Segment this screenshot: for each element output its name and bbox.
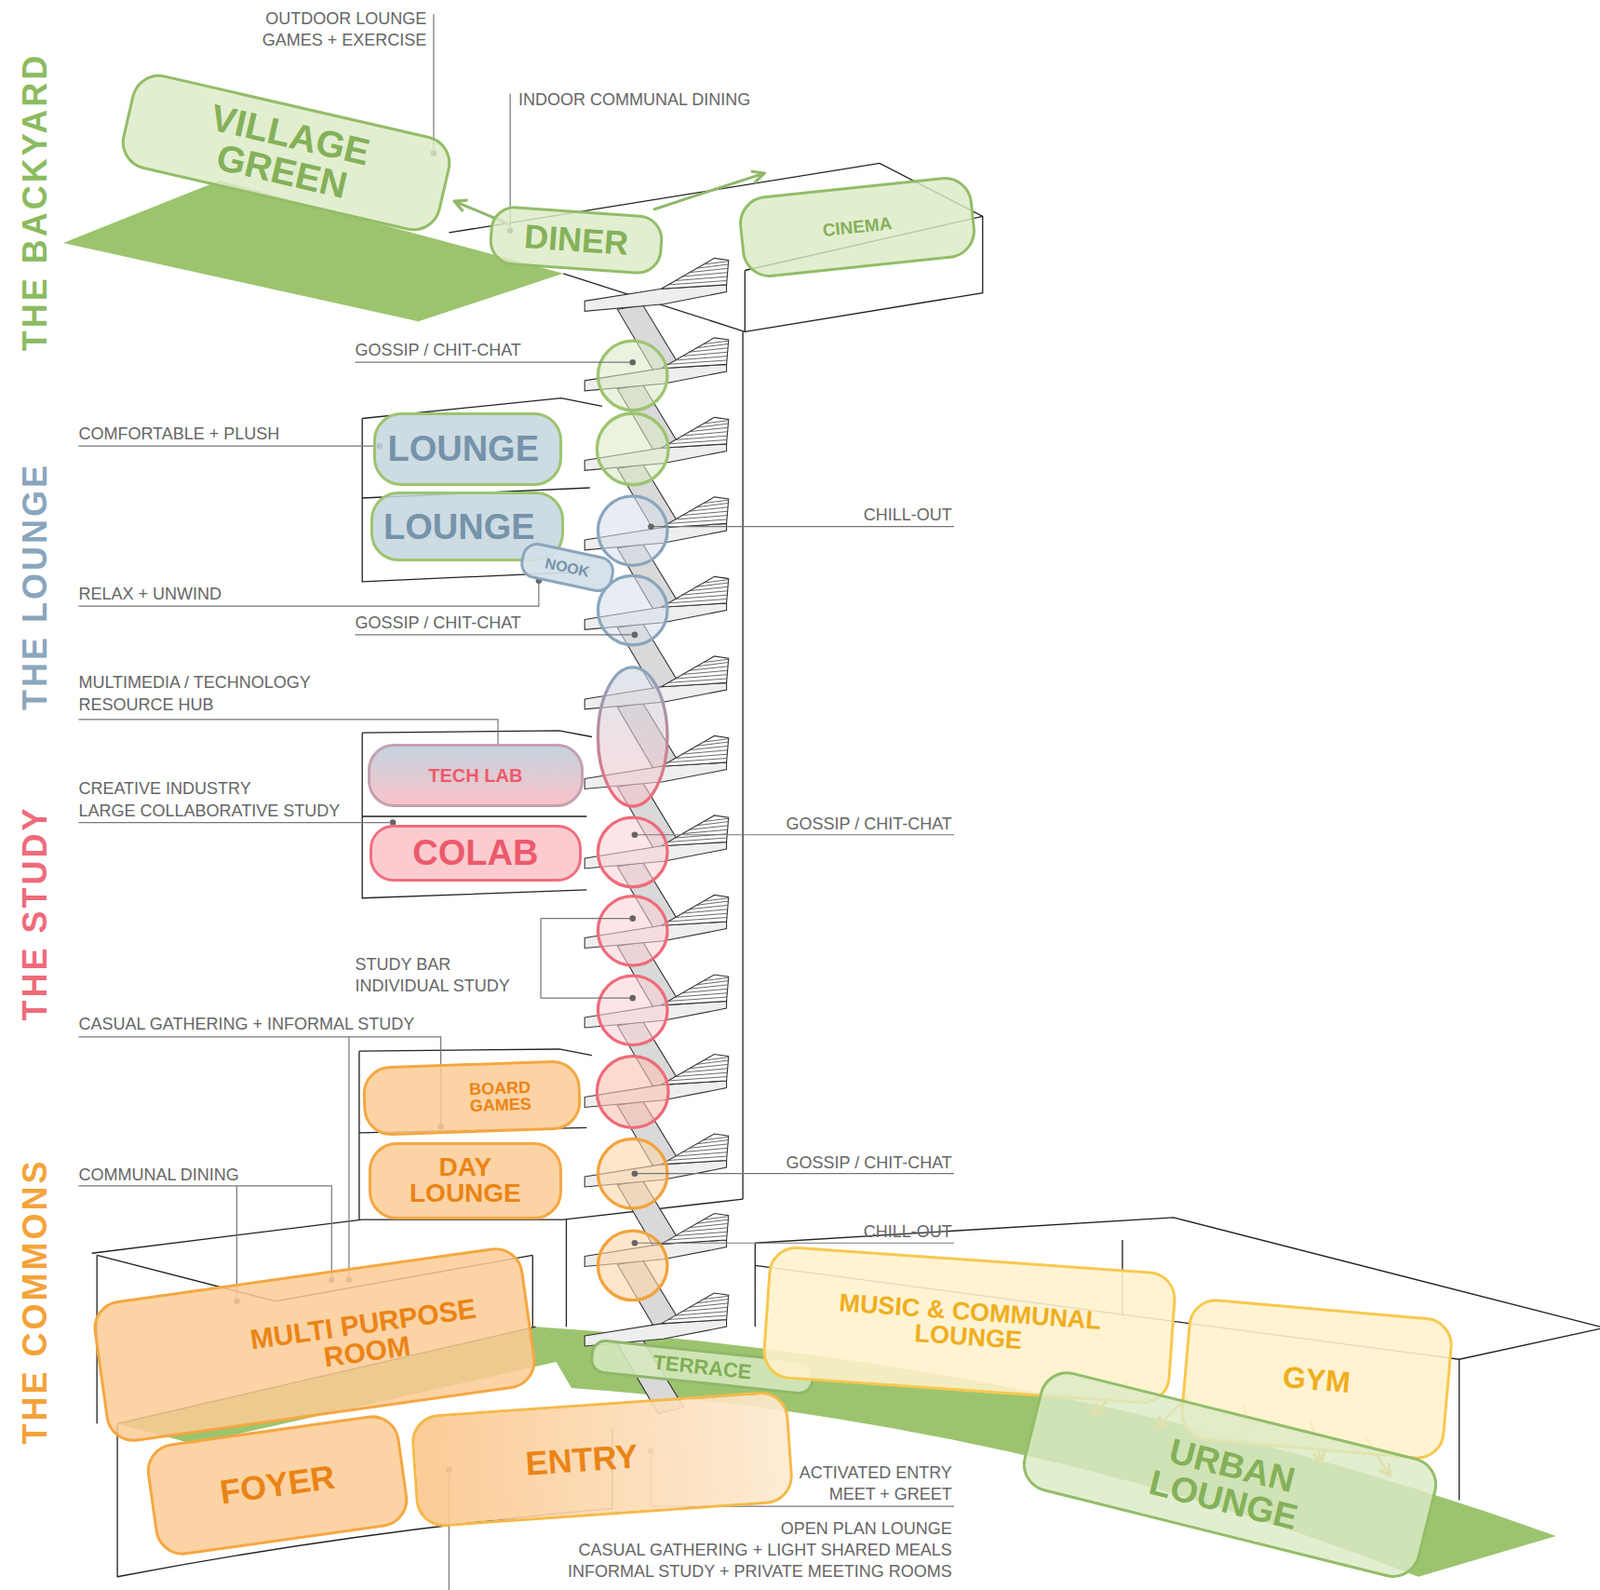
zone-blob: CINEMA	[736, 174, 979, 281]
drawing-part	[647, 523, 655, 530]
drawing-part	[362, 730, 592, 899]
annotation: CASUAL GATHERING + LIGHT SHARED MEALS	[578, 1539, 953, 1561]
drawing-part	[359, 1048, 592, 1220]
drawing-part	[631, 1239, 639, 1247]
drawing-part	[355, 362, 631, 364]
zone-blob: ENTRY	[409, 1389, 794, 1529]
zone-name: BOARD GAMES	[457, 1078, 543, 1116]
zone-name: URBAN LOUNGE	[1124, 1424, 1332, 1541]
staircase	[584, 257, 729, 1413]
annotation: CASUAL GATHERING + INFORMAL STUDY	[78, 1013, 415, 1036]
drawing-part	[78, 444, 377, 446]
zone-blob: MUSIC & COMMUNAL LOUNGE	[761, 1244, 1178, 1406]
drawing-part	[597, 817, 668, 888]
drawing-part	[355, 633, 632, 635]
drawing-part	[597, 496, 668, 566]
zone-name: MULTI PURPOSE ROOM	[227, 1290, 503, 1385]
zone-name: TERRACE	[651, 1352, 753, 1384]
annotation: COMMUNAL DINING	[78, 1164, 239, 1186]
zone-name: COLAB	[412, 834, 538, 871]
drawing-part	[597, 896, 668, 967]
section-title: THE BACKYARD	[18, 53, 53, 352]
annotation: INFORMAL STUDY + PRIVATE MEETING ROOMS	[567, 1560, 953, 1583]
annotation: CHILL-OUT	[863, 504, 953, 526]
drawing-part	[432, 13, 434, 150]
drawing-part	[631, 1169, 639, 1177]
zone-name: NOOK	[543, 555, 591, 580]
annotation: CHILL-OUT	[863, 1221, 953, 1243]
zone-name: ENTRY	[524, 1439, 639, 1481]
chat-circles	[596, 340, 669, 1301]
annotation: LARGE COLLABORATIVE STUDY	[78, 800, 340, 822]
zone-name: LOUNGE	[387, 430, 539, 467]
zone-name: MUSIC & COMMUNAL LOUNGE	[809, 1288, 1130, 1361]
annotation: INDOOR COMMUNAL DINING	[518, 89, 751, 111]
drawing-part	[448, 162, 982, 332]
section-title: THE COMMONS	[18, 1157, 53, 1444]
zone-name: LOUNGE	[383, 509, 536, 545]
annotation: ACTIVATED ENTRY MEET + GREET	[775, 1462, 953, 1506]
drawing-part	[596, 413, 669, 485]
drawing-part	[741, 331, 743, 1199]
annotation: OPEN PLAN LOUNGE	[780, 1518, 953, 1540]
zone-name: DINER	[523, 219, 630, 261]
drawing-part	[634, 1242, 955, 1244]
annotation: RELAX + UNWIND	[78, 583, 222, 606]
annotation: OUTDOOR LOUNGE GAMES + EXERCISE	[235, 8, 427, 53]
drawing-part	[634, 833, 955, 835]
zone-blob: LOUNGE	[373, 412, 563, 486]
zone-name: FOYER	[217, 1460, 337, 1510]
drawing-part	[597, 340, 668, 411]
annotation: CREATIVE INDUSTRY	[78, 778, 251, 800]
drawing-part	[596, 1056, 669, 1129]
zone-name: TECH LAB	[428, 766, 523, 785]
annotation: GOSSIP / CHIT-CHAT	[786, 1152, 953, 1174]
annotation: STUDY BAR INDIVIDUAL STUDY	[355, 954, 533, 998]
annotation: GOSSIP / CHIT-CHAT	[786, 813, 953, 835]
annotation: GOSSIP / CHIT-CHAT	[355, 612, 522, 634]
drawing-part	[631, 831, 639, 838]
drawing-part	[634, 1172, 955, 1174]
zone-blob: DINER	[487, 203, 665, 275]
section-title: THE LOUNGE	[18, 462, 53, 711]
drawing-part	[597, 975, 668, 1046]
drawing-part	[540, 918, 633, 999]
drawing-part	[650, 525, 955, 527]
zone-blob: BOARD GAMES	[362, 1059, 582, 1137]
drawing-part	[78, 821, 390, 823]
drawing-part	[629, 994, 636, 1002]
drawing-part	[631, 631, 639, 639]
zone-name: DAY LOUNGE	[395, 1154, 536, 1207]
zone-blob: TECH LAB	[367, 743, 584, 807]
zone-blob: NOOK	[517, 539, 618, 596]
drawing-part	[629, 914, 636, 922]
zone-name: GYM	[1281, 1361, 1352, 1398]
annotation: MULTIMEDIA / TECHNOLOGY RESOURCE HUB	[78, 672, 358, 716]
zone-name: VILLAGE GREEN	[182, 94, 390, 212]
section-title: THE STUDY	[18, 806, 53, 1022]
drawing-part	[629, 359, 636, 366]
drawing-part	[78, 582, 538, 606]
annotation: COMFORTABLE + PLUSH	[78, 423, 280, 445]
zone-blob: VILLAGE GREEN	[115, 68, 456, 237]
zone-name: CINEMA	[821, 214, 894, 240]
zone-blob: DAY LOUNGE	[368, 1142, 563, 1220]
drawing-part	[597, 1230, 668, 1301]
green-planes	[63, 180, 1557, 1577]
zone-blob: COLAB	[369, 824, 582, 882]
drawing-part	[597, 667, 668, 807]
annotation: GOSSIP / CHIT-CHAT	[355, 339, 522, 362]
